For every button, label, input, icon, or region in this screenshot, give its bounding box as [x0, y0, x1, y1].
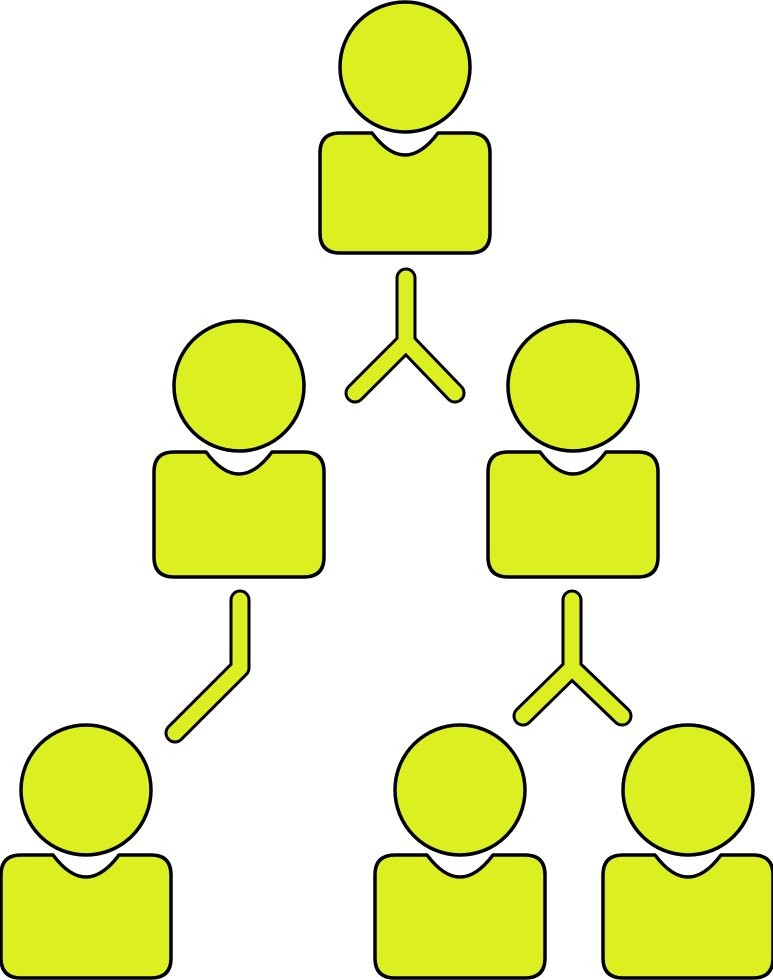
connector-fill: [515, 592, 630, 724]
user-head: [172, 319, 306, 453]
user-head: [19, 723, 153, 857]
user-head: [338, 0, 472, 134]
user-icon-bottom-left: [0, 723, 173, 980]
connector-bend-left: [164, 589, 251, 744]
user-body: [152, 450, 326, 579]
user-head: [621, 723, 755, 857]
user-body: [373, 853, 547, 980]
connectors: [164, 267, 633, 744]
user-head: [506, 319, 640, 453]
user-body: [486, 450, 660, 579]
user-icon-mid-left: [152, 319, 326, 579]
user-body: [318, 131, 492, 255]
connector-fill: [167, 592, 248, 741]
user-icon-top: [318, 0, 492, 255]
connector-fill: [347, 270, 463, 401]
connector-fork-top: [344, 267, 466, 404]
user-body: [0, 853, 173, 980]
user-icon-bottom-center: [373, 723, 547, 980]
user-head: [393, 723, 527, 857]
user-icon-bottom-right: [601, 723, 773, 980]
user-icon-mid-right: [486, 319, 660, 579]
connector-fork-right: [512, 589, 633, 727]
user-body: [601, 853, 773, 980]
